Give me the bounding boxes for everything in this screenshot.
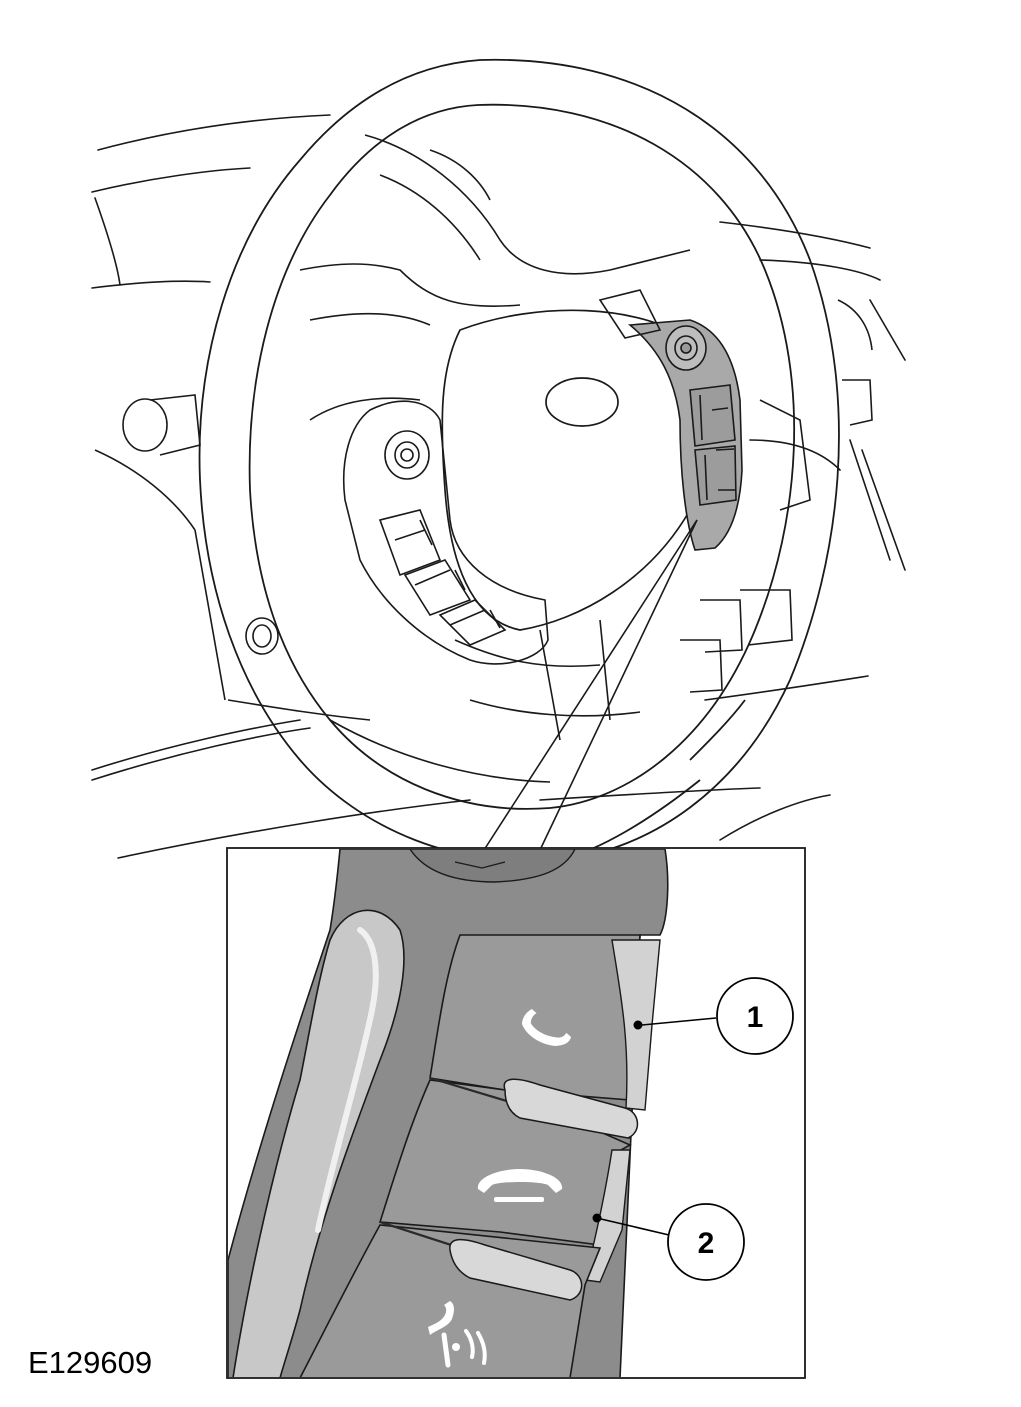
phone-hangup-icon [477,1169,563,1202]
ridge-separator-upper [503,1078,639,1139]
callout-1: 1 [633,977,794,1055]
upper-hub [299,134,691,326]
voice-command-icon [428,1301,487,1368]
steering-wheel-rim [198,58,840,863]
answer-call-button[interactable] [429,934,661,1111]
right-stalk [680,299,873,693]
grip-surface [232,909,405,1377]
ridge-separator-lower [449,1238,583,1301]
lower-spokes [309,397,641,783]
airbag-cover [441,309,714,631]
brand-logo-oval [545,377,619,427]
phone-answer-icon [521,1008,572,1047]
left-stalk [94,394,371,721]
callout-2: 2 [592,1203,745,1281]
zoom-lines [483,519,698,851]
callout-1-number: 1 [747,1001,764,1034]
left-switch-pack [342,400,549,665]
right-switch-pack [598,289,743,551]
dashboard-lines [91,114,906,859]
figure-code: E129609 [28,1345,153,1380]
detail-inset [228,849,669,1377]
callout-2-number: 2 [698,1227,715,1260]
